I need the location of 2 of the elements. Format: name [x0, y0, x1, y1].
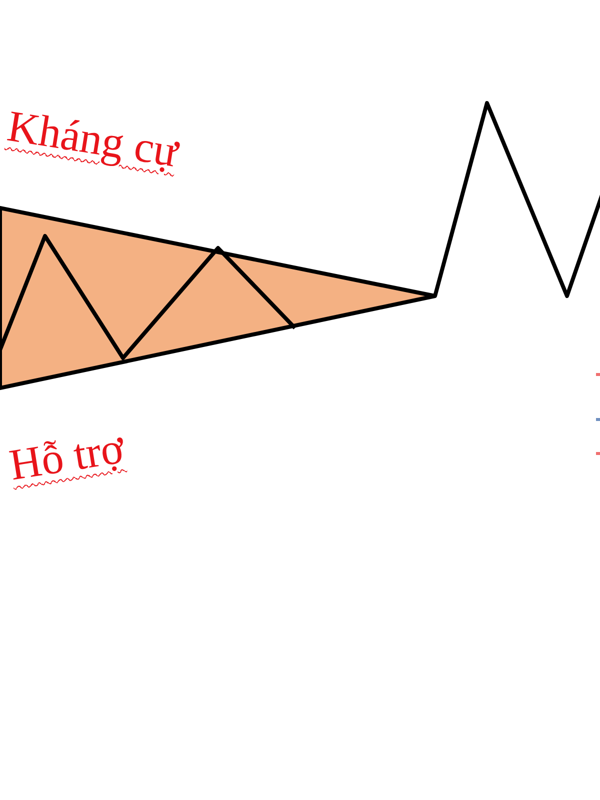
- label-text: Hỗ trợ: [6, 422, 128, 491]
- label-text: Kháng cự: [4, 100, 182, 178]
